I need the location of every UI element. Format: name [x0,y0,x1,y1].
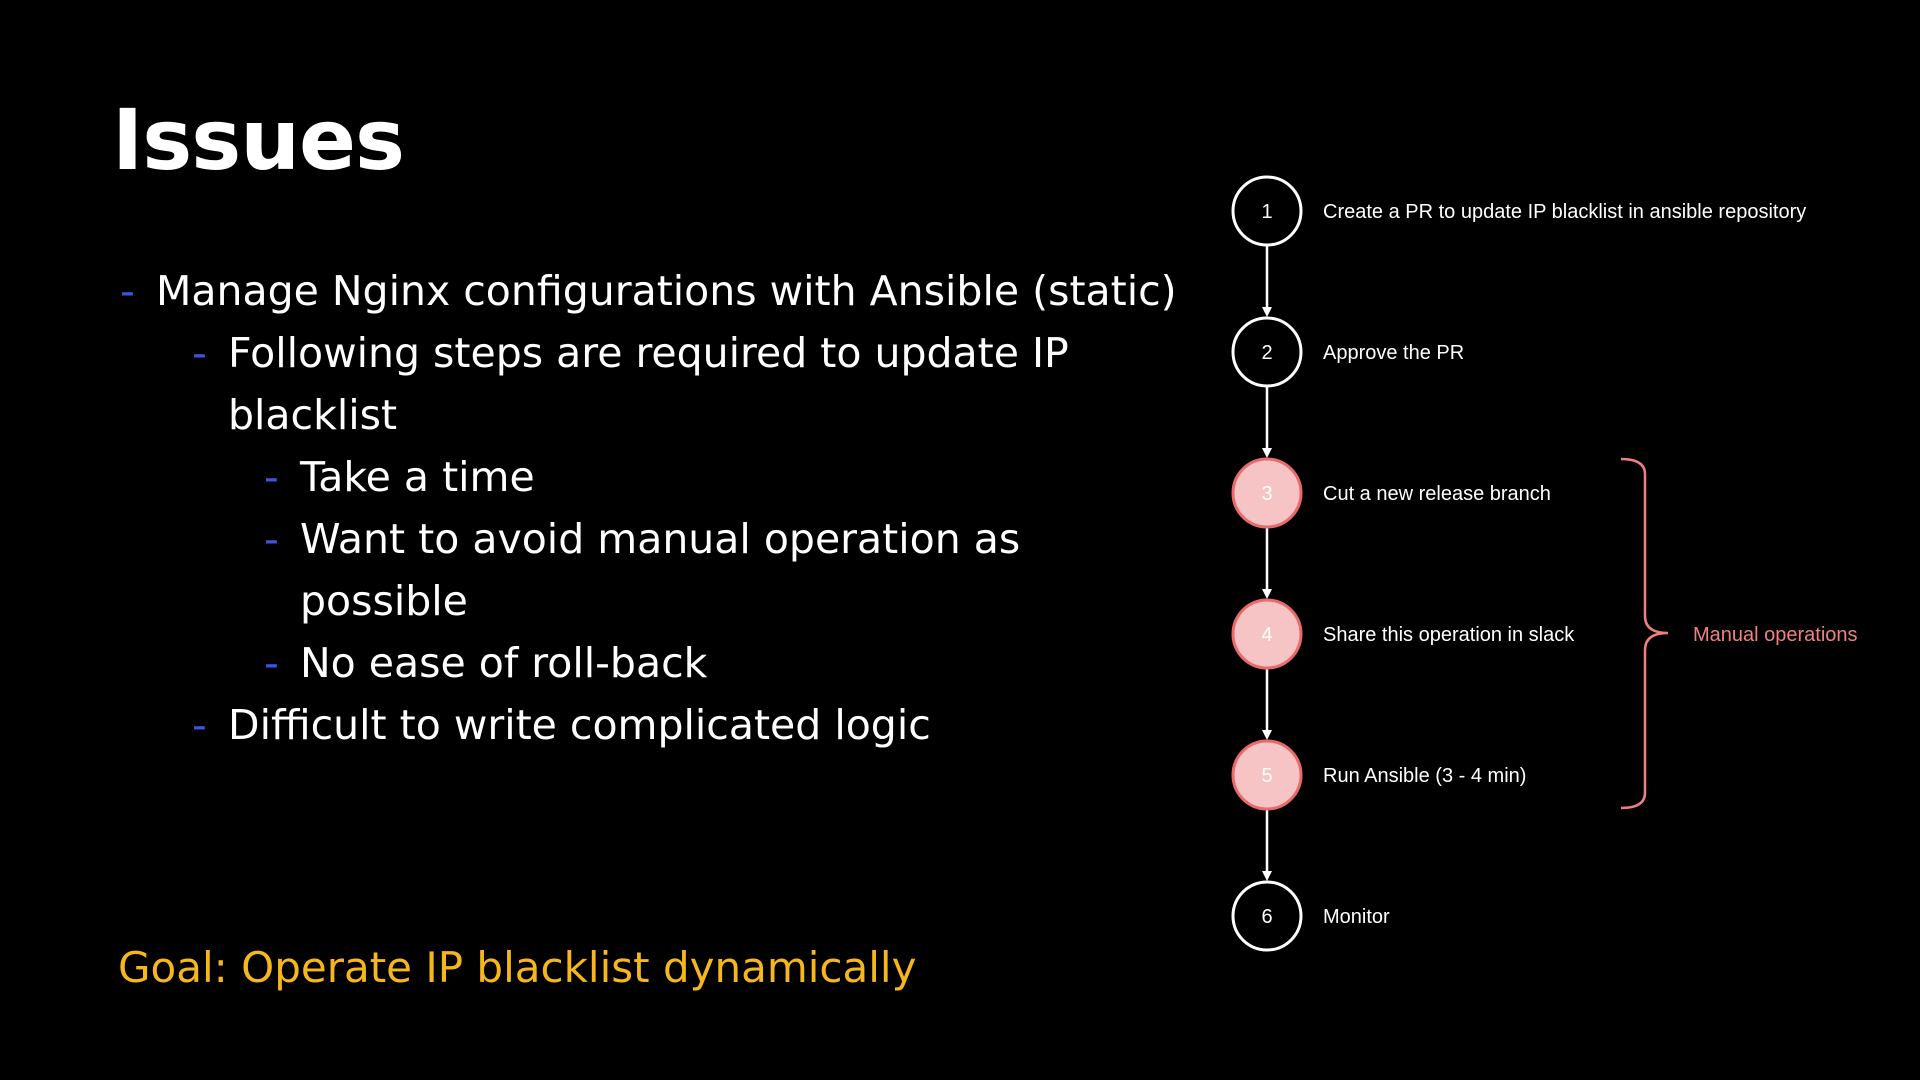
step-label: Approve the PR [1323,342,1464,364]
step-label: Cut a new release branch [1323,483,1551,505]
flow-step-6: 6 Monitor [1231,880,1390,952]
bullet-marker: - [264,453,279,501]
step-label: Run Ansible (3 - 4 min) [1323,765,1526,787]
step-number: 4 [1261,624,1272,646]
bullet-item: - No ease of roll-back [118,632,1198,694]
bullet-text: Manage Nginx configurations with Ansible… [156,267,1177,315]
bullet-item: - Take a time [118,446,1198,508]
step-number: 1 [1261,201,1272,223]
step-number: 3 [1261,483,1272,505]
step-circle [1231,175,1303,247]
bullet-continuation: possible [118,570,1198,632]
step-number: 2 [1261,342,1272,364]
bullet-marker: - [192,701,207,749]
step-circle [1231,880,1303,952]
bullet-item: - Manage Nginx configurations with Ansib… [118,260,1198,322]
flow-step-3: 3 Cut a new release branch [1231,457,1551,529]
step-label: Create a PR to update IP blacklist in an… [1323,201,1806,223]
bullet-list: - Manage Nginx configurations with Ansib… [118,260,1198,756]
bullet-marker: - [264,515,279,563]
bullet-marker: - [120,267,135,315]
bullet-item: - Following steps are required to update… [118,322,1198,384]
step-circle [1231,457,1303,529]
step-number: 5 [1261,765,1272,787]
bullet-text: Following steps are required to update I… [228,329,1069,377]
manual-operations-label: Manual operations [1693,624,1858,646]
step-number: 6 [1261,906,1272,928]
bullet-marker: - [264,639,279,687]
bullet-text: No ease of roll-back [300,639,708,687]
step-circle [1231,739,1303,811]
bullet-item: - Difficult to write complicated logic [118,694,1198,756]
flow-step-1: 1 Create a PR to update IP blacklist in a… [1231,175,1806,247]
flow-step-5: 5 Run Ansible (3 - 4 min) [1231,739,1526,811]
flow-step-4: 4 Share this operation in slack [1231,598,1575,670]
step-label: Share this operation in slack [1323,624,1575,646]
goal-statement: Goal: Operate IP blacklist dynamically [118,943,917,992]
bullet-text: Difficult to write complicated logic [228,701,931,749]
bullet-text: Want to avoid manual operation as [300,515,1021,563]
bullet-marker: - [192,329,207,377]
step-circle [1231,598,1303,670]
bullet-text: Take a time [300,453,535,501]
flow-step-2: 2 Approve the PR [1231,316,1464,388]
manual-operations-brace [1620,457,1669,810]
bullet-continuation: blacklist [118,384,1198,446]
step-circle [1231,316,1303,388]
bullet-item: - Want to avoid manual operation as [118,508,1198,570]
slide-title: Issues [112,91,405,189]
bullet-text: blacklist [228,391,398,439]
step-label: Monitor [1323,906,1390,928]
bullet-text: possible [300,577,468,625]
